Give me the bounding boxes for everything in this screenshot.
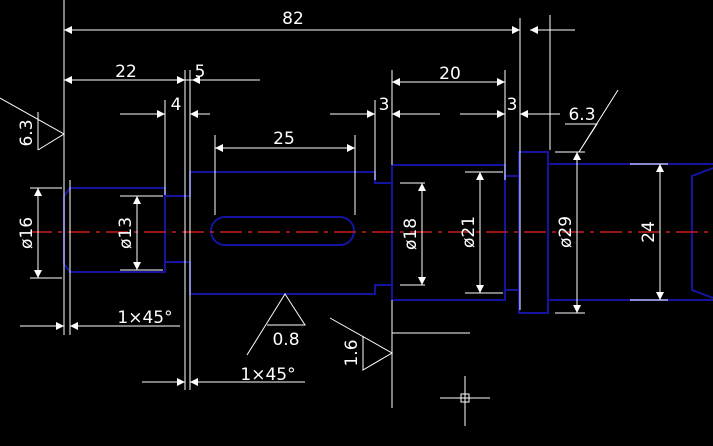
roughness-value-right: 6.3 xyxy=(568,105,595,125)
dim-length-22: 22 xyxy=(115,62,137,82)
dim-length-5: 5 xyxy=(195,62,206,82)
cad-crosshair-cursor xyxy=(440,376,490,426)
roughness-symbol-bottom: 0.8 xyxy=(246,293,306,356)
roughness-value-left: 6.3 xyxy=(17,119,37,146)
dimension-texts: 82 22 5 4 25 3 20 3 1×45° 1×45° ø16 ø13 … xyxy=(17,9,659,385)
dimension-lines xyxy=(20,26,664,386)
roughness-value-bottom: 0.8 xyxy=(272,330,299,350)
dim-overall-length: 82 xyxy=(282,9,304,29)
dim-chamfer-bottom: 1×45° xyxy=(240,365,295,385)
dim-diameter-13: ø13 xyxy=(116,217,136,249)
dim-length-20: 20 xyxy=(439,64,461,84)
roughness-symbol-left: 6.3 xyxy=(0,97,65,151)
dim-diameter-18: ø18 xyxy=(401,218,421,250)
dim-chamfer-left: 1×45° xyxy=(117,308,172,328)
shaft-outline xyxy=(63,151,713,314)
dim-length-25: 25 xyxy=(273,129,295,149)
dim-length-4: 4 xyxy=(171,95,182,115)
dim-diameter-29: ø29 xyxy=(556,216,576,248)
dim-diameter-21: ø21 xyxy=(459,216,479,248)
roughness-symbol-mid: 1.6 xyxy=(329,317,394,371)
roughness-value-mid: 1.6 xyxy=(342,339,362,366)
dim-24: 24 xyxy=(639,221,659,243)
dim-diameter-16: ø16 xyxy=(17,217,37,249)
dim-length-3-left: 3 xyxy=(379,95,390,115)
roughness-symbol-right: 6.3 xyxy=(565,89,619,153)
dim-length-3-right: 3 xyxy=(507,95,518,115)
